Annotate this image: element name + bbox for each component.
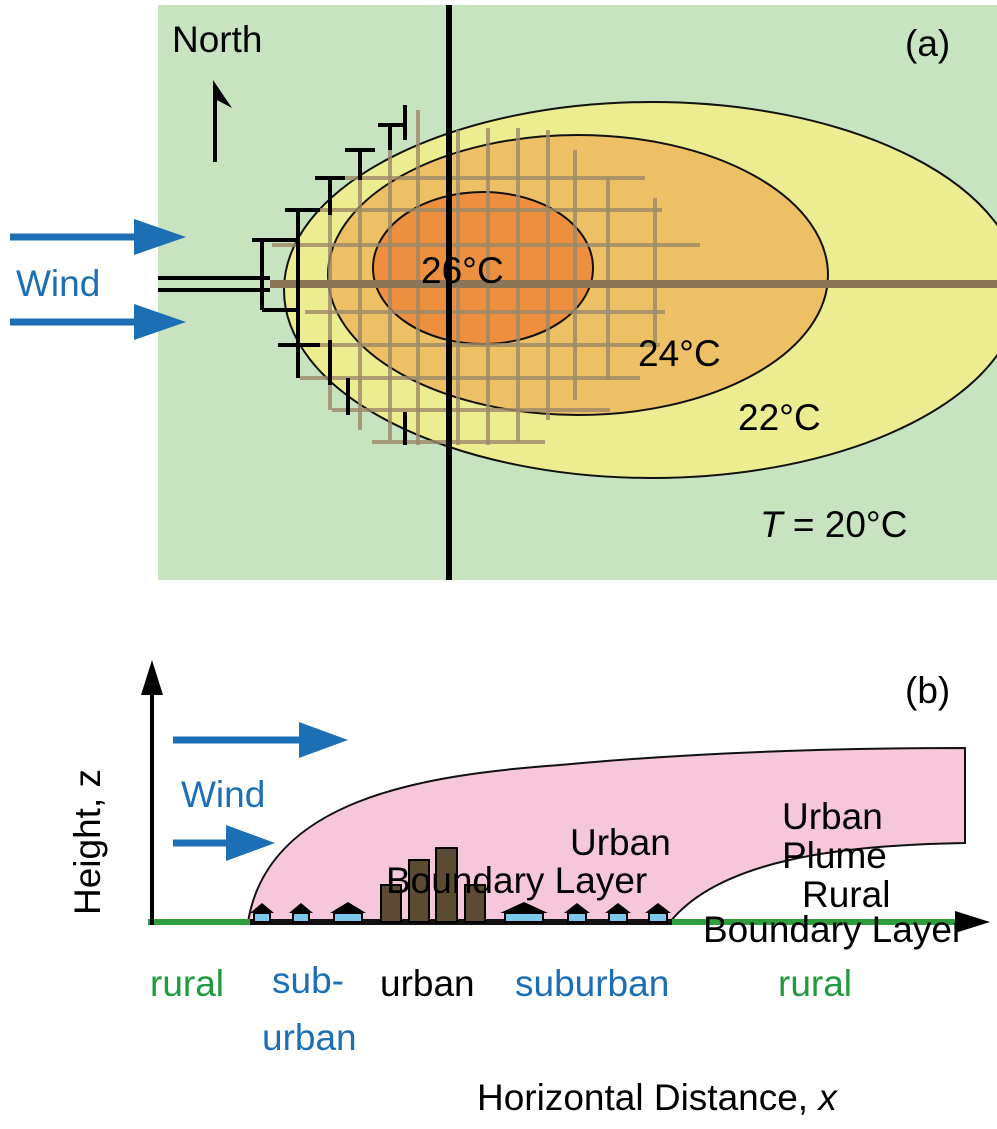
urban-plume-label-line1: Urban xyxy=(782,796,883,837)
zone-label-rural-right: rural xyxy=(778,963,852,1004)
main-roads xyxy=(158,5,452,580)
urban-plume-label-line2: Plume xyxy=(782,835,887,876)
horizontal-axis-arrow xyxy=(955,911,990,933)
isotherm-24-label: 24°C xyxy=(638,333,721,374)
house-icon xyxy=(500,902,548,923)
house-icon xyxy=(645,903,671,923)
zone-label-suburban-right: suburban xyxy=(515,963,669,1004)
building-icon xyxy=(408,859,430,923)
zone-label-suburban-left-line2: urban xyxy=(262,1017,357,1058)
wind-arrow-icon xyxy=(10,219,186,255)
panel-a-label: (a) xyxy=(905,23,950,64)
rural-boundary-layer-label-line1: Rural xyxy=(802,874,890,915)
vertical-axis-arrow xyxy=(141,660,163,925)
wind-arrow-icon xyxy=(173,825,275,861)
isotherm-26-label: 26°C xyxy=(421,250,504,291)
panel-a-map: (a) North Wind 26°C 24°C 22°C T = 20°C xyxy=(10,5,997,580)
building-icon xyxy=(435,847,458,923)
house-icon xyxy=(605,903,631,923)
zone-label-urban: urban xyxy=(380,963,475,1004)
urban-boundary-layer-label-line2: Boundary Layer xyxy=(386,860,647,901)
house-icon xyxy=(250,903,274,923)
north-arrow-icon xyxy=(213,80,232,162)
building-icon xyxy=(464,884,486,923)
house-icon xyxy=(564,903,590,923)
zone-label-rural-left: rural xyxy=(150,963,224,1004)
background-temperature-label: T = 20°C xyxy=(760,504,907,545)
wind-arrow-icon xyxy=(10,304,186,340)
isotherm-22-label: 22°C xyxy=(738,397,821,438)
north-label: North xyxy=(172,19,262,60)
panel-b-label: (b) xyxy=(905,670,950,711)
panel-b-cross-section: (b) xyxy=(67,660,990,1118)
house-icon xyxy=(289,903,313,923)
wind-label-a: Wind xyxy=(16,263,100,304)
urban-boundary-layer-label-line1: Urban xyxy=(570,822,671,863)
building-icon xyxy=(380,884,402,923)
y-axis-label: Height, z xyxy=(67,769,108,915)
house-icon xyxy=(330,902,366,923)
x-axis-label: Horizontal Distance, x xyxy=(477,1077,838,1118)
wind-label-b: Wind xyxy=(181,774,265,815)
rural-boundary-layer-label-line2: Boundary Layer xyxy=(703,909,964,950)
zone-label-suburban-left-line1: sub- xyxy=(272,960,344,1001)
wind-arrow-icon xyxy=(173,722,348,758)
